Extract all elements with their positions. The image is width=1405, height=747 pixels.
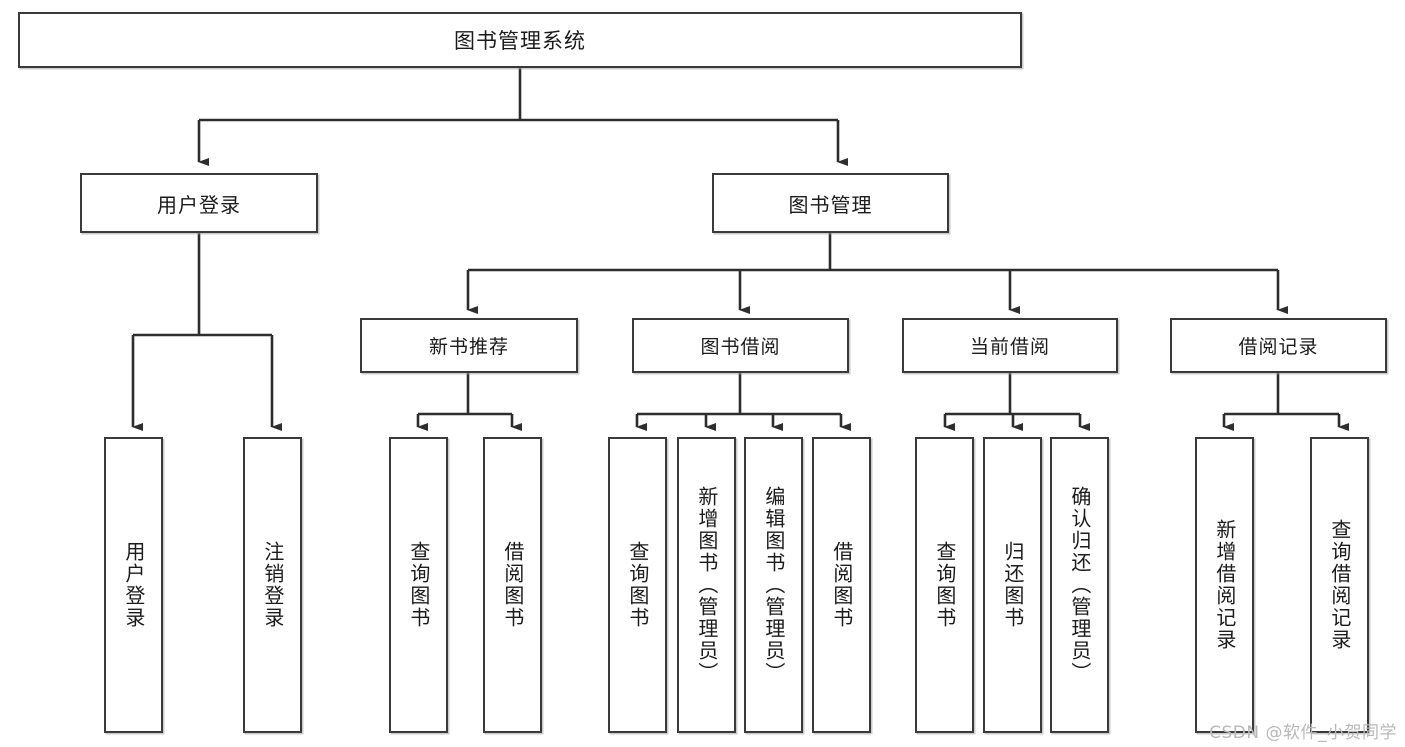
node-book-borrow[interactable]: 图书借阅 xyxy=(632,318,849,373)
node-label: 查询图书 xyxy=(932,541,957,629)
node-root-book-management-system[interactable]: 图书管理系统 xyxy=(18,12,1022,68)
node-current-borrow[interactable]: 当前借阅 xyxy=(902,318,1118,373)
node-label: 查询借阅记录 xyxy=(1327,519,1352,651)
leaf-book-borrow-add-book-admin[interactable]: 新增图书（管理员） xyxy=(677,437,736,733)
leaf-new-book-query-book[interactable]: 查询图书 xyxy=(389,437,448,733)
leaf-book-borrow-borrow-book[interactable]: 借阅图书 xyxy=(812,437,871,733)
node-label: 新增借阅记录 xyxy=(1212,519,1237,651)
leaf-current-borrow-confirm-return-admin[interactable]: 确认归还（管理员） xyxy=(1050,437,1109,733)
node-label: 图书借阅 xyxy=(700,336,781,358)
node-label: 图书管理 xyxy=(788,192,873,217)
node-user-login[interactable]: 用户登录 xyxy=(80,173,318,233)
leaf-borrow-record-add-record[interactable]: 新增借阅记录 xyxy=(1195,437,1254,733)
node-label: 借阅记录 xyxy=(1238,336,1319,358)
node-label: 新增图书（管理员） xyxy=(694,486,719,684)
node-label: 用户登录 xyxy=(157,192,241,217)
node-label: 查询图书 xyxy=(625,541,650,629)
leaf-book-borrow-edit-book-admin[interactable]: 编辑图书（管理员） xyxy=(744,437,803,733)
node-label: 当前借阅 xyxy=(969,336,1050,358)
csdn-watermark: CSDN @软件_小贺同学 xyxy=(1209,723,1397,743)
node-label: 注销登录 xyxy=(260,541,285,629)
node-label: 借阅图书 xyxy=(500,541,525,629)
node-label: 查询图书 xyxy=(406,541,431,629)
node-label: 归还图书 xyxy=(1000,541,1025,629)
leaf-borrow-record-query-record[interactable]: 查询借阅记录 xyxy=(1310,437,1369,733)
node-label: 确认归还（管理员） xyxy=(1067,486,1092,684)
leaf-current-borrow-return-book[interactable]: 归还图书 xyxy=(983,437,1042,733)
node-label: 新书推荐 xyxy=(428,336,509,358)
node-book-management[interactable]: 图书管理 xyxy=(712,173,949,233)
node-label: 编辑图书（管理员） xyxy=(761,486,786,684)
leaf-user-login-logout[interactable]: 注销登录 xyxy=(243,437,302,733)
leaf-book-borrow-query-book[interactable]: 查询图书 xyxy=(608,437,667,733)
node-label: 图书管理系统 xyxy=(454,29,586,53)
node-label: 用户登录 xyxy=(121,541,146,629)
leaf-new-book-borrow-book[interactable]: 借阅图书 xyxy=(483,437,542,733)
node-label: 借阅图书 xyxy=(829,541,854,629)
node-borrow-record[interactable]: 借阅记录 xyxy=(1170,318,1387,373)
leaf-user-login-login[interactable]: 用户登录 xyxy=(104,437,163,733)
leaf-current-borrow-query-book[interactable]: 查询图书 xyxy=(915,437,974,733)
node-new-book-recommend[interactable]: 新书推荐 xyxy=(360,318,578,373)
